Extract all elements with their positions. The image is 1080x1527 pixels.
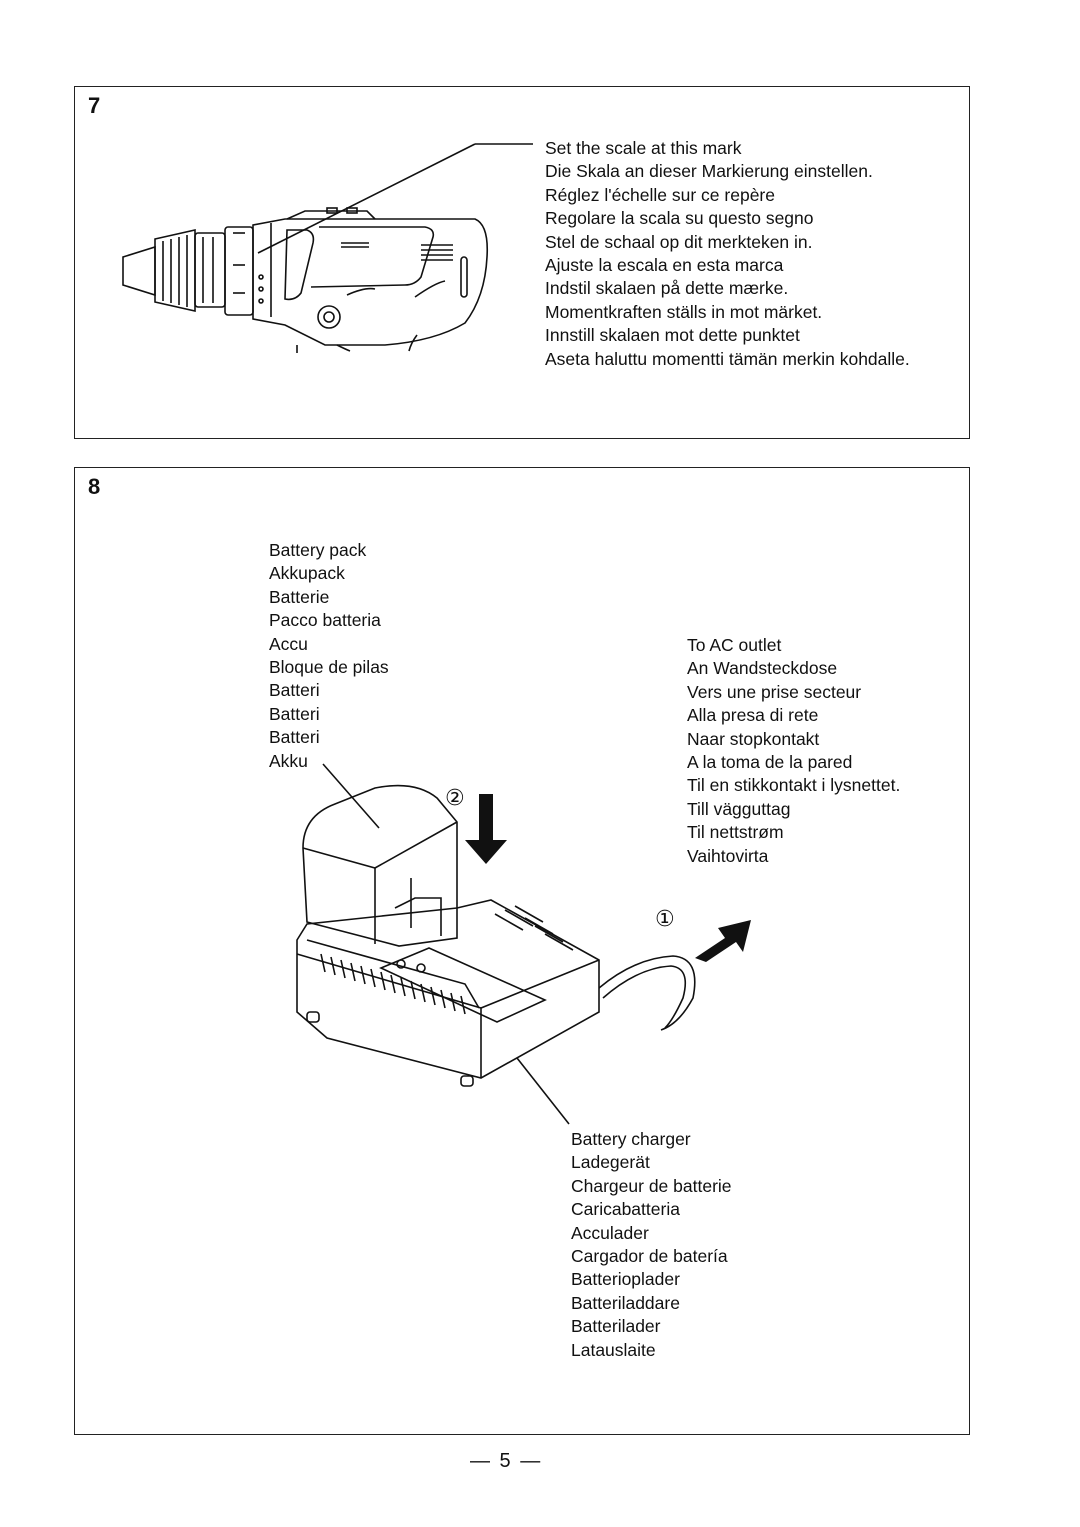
ac-outlet-label: Vaihtovirta <box>687 845 769 866</box>
figure-number: 8 <box>88 474 101 499</box>
scale-label: Indstil skalaen på dette mærke. <box>545 278 789 299</box>
battery-pack-label: Akkupack <box>269 563 345 584</box>
battery-pack-labels: Battery pack Akkupack Batterie Pacco bat… <box>269 539 389 773</box>
battery-pack-label: Batteri <box>269 680 320 701</box>
ac-outlet-label: Till vägguttag <box>687 798 791 819</box>
scale-mark-labels: Set the scale at this mark Die Skala an … <box>545 137 910 371</box>
battery-leader-line <box>322 763 380 829</box>
torque-collar <box>194 232 226 308</box>
battery-pack-label: Bloque de pilas <box>269 657 389 678</box>
figure-8-panel: 8 <box>74 467 970 1435</box>
battery-pack-label: Batterie <box>269 586 330 607</box>
charger-label: Ladegerät <box>571 1152 650 1173</box>
scale-label: Set the scale at this mark <box>545 138 742 158</box>
scale-label: Ajuste la escala en esta marca <box>545 255 784 276</box>
battery-pack-label: Accu <box>269 633 308 654</box>
step-two-marker: ② <box>445 786 465 811</box>
charger-leader-line <box>516 1057 570 1125</box>
ac-outlet-label: Naar stopkontakt <box>687 728 820 749</box>
battery-charger-labels: Battery charger Ladegerät Chargeur de ba… <box>571 1128 732 1362</box>
charger-label: Acculader <box>571 1222 649 1243</box>
page-number: — 5 — <box>470 1450 543 1472</box>
power-cord <box>598 955 696 1031</box>
drill-housing <box>252 218 489 346</box>
charger-label: Chargeur de batterie <box>571 1175 732 1196</box>
ac-outlet-label: An Wandsteckdose <box>687 658 838 679</box>
battery-pack-label: Pacco batteria <box>269 610 381 631</box>
scale-label: Aseta haluttu momentti tämän merkin kohd… <box>545 348 910 369</box>
charger-label: Caricabatteria <box>571 1199 680 1220</box>
reverse-switch <box>317 305 341 329</box>
scale-label: Réglez l'échelle sur ce repère <box>545 184 775 205</box>
scale-label: Momentkraften ställs in mot märket. <box>545 301 823 322</box>
battery-charger <box>296 899 600 1079</box>
charger-label: Battery charger <box>571 1129 691 1149</box>
charger-label: Latauslaite <box>571 1339 656 1360</box>
scale-label: Regolare la scala su questo segno <box>545 208 814 229</box>
battery-pack-label: Battery pack <box>269 540 367 560</box>
charger-label: Batteriladdare <box>571 1292 680 1313</box>
figure-7-panel: 7 <box>74 86 970 439</box>
battery-pack-label: Batteri <box>269 703 320 724</box>
chuck-body <box>154 229 196 312</box>
ac-outlet-label: To AC outlet <box>687 635 782 655</box>
ac-outlet-label: Til nettstrøm <box>687 822 784 843</box>
scale-label: Stel de schaal op dit merkteken in. <box>545 231 813 252</box>
ac-outlet-label: Vers une prise secteur <box>687 681 862 702</box>
charger-label: Batterilader <box>571 1316 661 1337</box>
leader-line <box>257 143 476 254</box>
ac-outlet-label: Til en stikkontakt i lysnettet. <box>687 775 901 796</box>
battery-pack <box>302 784 458 947</box>
insert-battery-arrow <box>465 794 507 864</box>
figure-number: 7 <box>88 93 101 118</box>
step-one-marker: ① <box>655 907 675 932</box>
charger-label: Batterioplader <box>571 1269 680 1290</box>
scale-label: Innstill skalaen mot dette punktet <box>545 325 800 346</box>
plug-in-arrow <box>695 920 751 962</box>
drill-illustration <box>122 143 533 353</box>
scale-label: Die Skala an dieser Markierung einstelle… <box>545 161 873 182</box>
battery-pack-label: Batteri <box>269 727 320 748</box>
ac-outlet-labels: To AC outlet An Wandsteckdose Vers une p… <box>687 634 900 868</box>
charger-illustration: ② ① <box>296 763 751 1125</box>
ac-outlet-label: A la toma de la pared <box>687 752 853 773</box>
ac-outlet-label: Alla presa di rete <box>687 705 819 726</box>
charger-label: Cargador de batería <box>571 1246 728 1267</box>
chuck-nose <box>122 245 156 297</box>
battery-pack-label: Akku <box>269 750 308 771</box>
